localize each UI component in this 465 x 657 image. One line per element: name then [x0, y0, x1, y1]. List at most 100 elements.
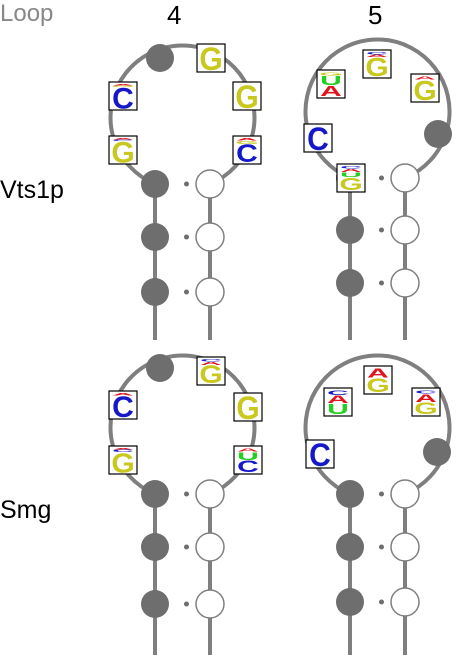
base-pair-dot — [379, 544, 384, 550]
sequence-logo: AG — [363, 365, 393, 397]
paired-nucleotide-left — [141, 278, 169, 306]
logo-letter-G: G — [319, 71, 342, 76]
sequence-logo: C — [303, 121, 333, 157]
sequence-logo: G — [196, 41, 226, 77]
paired-nucleotide-left — [336, 588, 364, 616]
logo-letter-U: U — [340, 171, 362, 179]
paired-nucleotide-left — [336, 216, 364, 244]
logo-frame — [232, 135, 262, 165]
paired-nucleotide-right — [195, 222, 225, 252]
logo-letter-C: C — [112, 449, 134, 453]
column-label-loop-4: 4 — [167, 0, 182, 30]
logo-frame — [305, 439, 335, 469]
logo-letter-A: A — [327, 393, 349, 406]
paired-nucleotide-right — [195, 169, 225, 199]
logo-frame — [363, 365, 393, 395]
row-label-vts1p: Vts1p — [0, 176, 64, 204]
logo-letter-G: G — [199, 361, 222, 389]
sequence-logo: CAG — [196, 356, 226, 389]
paired-nucleotide-left — [141, 590, 169, 618]
logo-frame — [410, 73, 440, 103]
logo-letter-C: C — [236, 140, 258, 168]
unpaired-nucleotide — [423, 438, 451, 466]
sequence-logo: CAG — [362, 49, 392, 82]
base-pair-dot — [379, 491, 384, 497]
sequence-logo: C — [305, 437, 335, 473]
logo-letter-A: A — [237, 447, 259, 452]
paired-nucleotide-right — [195, 479, 225, 509]
sequence-logo: ACG — [108, 445, 138, 479]
logo-frame — [196, 356, 226, 386]
logo-letter-A: A — [112, 138, 134, 140]
logo-frame — [108, 81, 138, 111]
paired-nucleotide-right — [390, 215, 420, 245]
base-pair-dot — [379, 175, 384, 181]
logo-letter-C: C — [327, 389, 349, 397]
sequence-logo: AG — [410, 73, 440, 107]
logo-letter-A: A — [112, 392, 134, 396]
paired-nucleotide-right — [195, 277, 225, 307]
logo-letter-A: A — [340, 168, 362, 173]
logo-letter-G: G — [414, 400, 437, 418]
base-pair-dot — [184, 544, 189, 550]
base-pair-dot — [184, 234, 189, 240]
logo-frame — [108, 135, 138, 165]
sequence-logo: ACG — [108, 135, 138, 170]
logo-letter-U: U — [320, 73, 342, 88]
base-pair-dot — [379, 280, 384, 286]
base-pair-dot — [379, 599, 384, 605]
sequence-logo: G — [233, 390, 263, 426]
sequence-logo: AC — [108, 390, 138, 424]
unpaired-nucleotide — [146, 44, 174, 72]
sequence-logo: G — [232, 79, 262, 115]
paired-nucleotide-left — [336, 269, 364, 297]
logo-letter-A: A — [414, 75, 436, 80]
logo-letter-C: C — [112, 139, 134, 141]
logo-letter-C: C — [340, 165, 362, 169]
row-label-smg: Smg — [0, 496, 52, 524]
logo-letter-C: C — [200, 358, 222, 362]
paired-nucleotide-left — [336, 480, 364, 508]
logo-letter-G: G — [365, 53, 388, 82]
logo-letter-G: G — [366, 375, 389, 397]
sequence-logo: AGC — [108, 81, 138, 116]
logo-frame — [323, 387, 353, 417]
base-pair-dot — [184, 289, 189, 295]
logo-frame — [108, 445, 138, 475]
paired-nucleotide-right — [390, 268, 420, 298]
logo-frame — [196, 43, 226, 73]
logo-frame — [233, 445, 263, 475]
logo-letter-G: G — [111, 137, 134, 170]
base-pair-dot — [184, 491, 189, 497]
paired-nucleotide-right — [390, 532, 420, 562]
logo-letter-A: A — [236, 137, 258, 141]
paired-nucleotide-left — [141, 223, 169, 251]
logo-letter-C: C — [112, 83, 134, 116]
logo-letter-C: C — [366, 51, 388, 55]
logo-letter-G: G — [236, 390, 259, 426]
logo-letter-U: U — [237, 449, 259, 462]
paired-nucleotide-right — [390, 163, 420, 193]
logo-frame — [336, 163, 366, 193]
sequence-logo: AGC — [232, 135, 262, 168]
logo-letter-G: G — [111, 448, 134, 479]
paired-nucleotide-left — [336, 533, 364, 561]
logo-frame — [411, 387, 441, 417]
logo-letter-G: G — [339, 175, 362, 195]
logo-frame — [233, 392, 263, 422]
logo-letter-A: A — [200, 361, 222, 366]
unpaired-nucleotide — [424, 120, 452, 148]
base-pair-dot — [184, 601, 189, 607]
logo-frame — [316, 69, 346, 99]
logo-frame — [362, 49, 392, 79]
sequence-logo: GUA — [316, 69, 346, 100]
logo-letter-G: G — [235, 140, 258, 145]
logo-letter-C: C — [307, 121, 329, 157]
column-label-loop-5: 5 — [368, 0, 383, 30]
